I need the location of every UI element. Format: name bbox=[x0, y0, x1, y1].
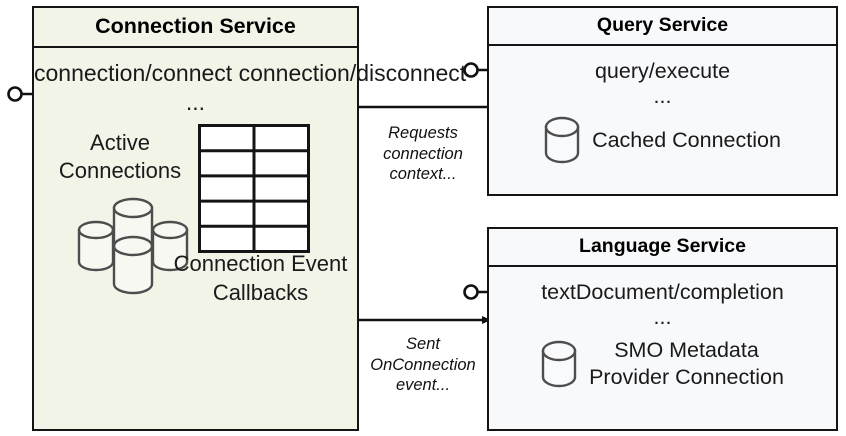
query-service-body: query/execute ... Cached Connection bbox=[489, 46, 836, 164]
connection-service-operations: connection/connect connection/disconnect bbox=[34, 60, 467, 86]
edge-label-query-to-connection: Requests connection context... bbox=[383, 124, 463, 183]
query-service-operation: query/execute bbox=[594, 59, 731, 83]
query-service-box[interactable]: Query Service query/execute ... Cached C… bbox=[487, 6, 838, 196]
edge-label-connection-to-language: Sent OnConnection event... bbox=[370, 335, 476, 394]
database-cylinder-icon bbox=[541, 340, 577, 388]
language-service-body: textDocument/completion ... SMO Metadata… bbox=[489, 267, 836, 391]
connection-service-box[interactable]: Connection Service connection/connect co… bbox=[32, 6, 467, 431]
query-service-artifact: Cached Connection bbox=[489, 116, 836, 164]
connection-service-title: Connection Service bbox=[34, 8, 357, 48]
connection-event-callbacks-label: Connection Event Callbacks bbox=[173, 251, 348, 305]
connection-service-ellipsis: ... bbox=[185, 89, 206, 115]
connection-service-artifacts: Active Connections bbox=[34, 116, 357, 366]
table-grid-icon bbox=[198, 124, 310, 253]
query-service-title: Query Service bbox=[489, 8, 836, 46]
cached-connection-label: Cached Connection bbox=[592, 127, 781, 152]
smo-metadata-provider-connection-label: SMO Metadata Provider Connection bbox=[589, 338, 784, 389]
query-service-ellipsis: ... bbox=[653, 84, 672, 108]
connection-service-body: connection/connect connection/disconnect… bbox=[34, 48, 467, 366]
language-service-box[interactable]: Language Service textDocument/completion… bbox=[487, 227, 838, 431]
language-service-ellipsis: ... bbox=[653, 305, 672, 329]
database-cylinder-icon bbox=[544, 116, 580, 164]
language-service-title: Language Service bbox=[489, 229, 836, 267]
language-service-operation: textDocument/completion bbox=[541, 280, 784, 304]
active-connections-label: Active Connections bbox=[58, 130, 182, 183]
database-stack-icon bbox=[77, 197, 189, 295]
language-service-artifact: SMO Metadata Provider Connection bbox=[489, 337, 836, 391]
